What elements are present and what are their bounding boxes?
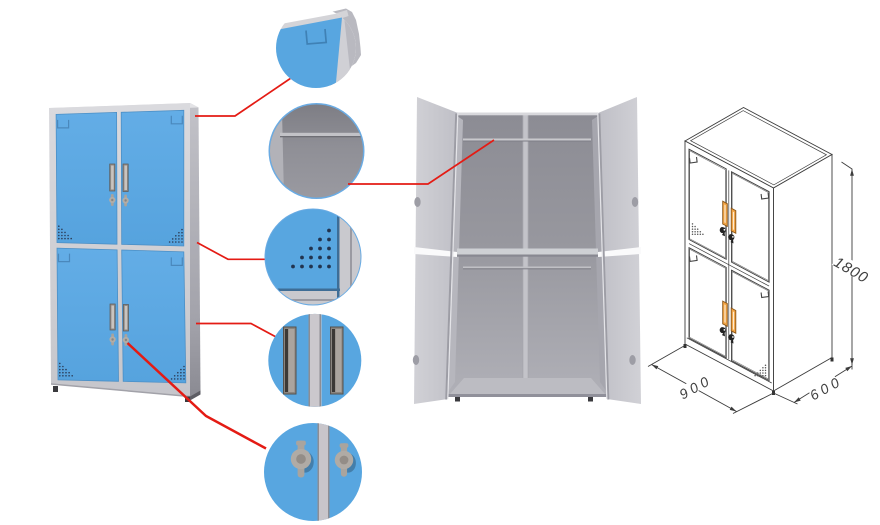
svg-text:600: 600 [807, 374, 842, 403]
svg-text:900: 900 [676, 373, 711, 402]
